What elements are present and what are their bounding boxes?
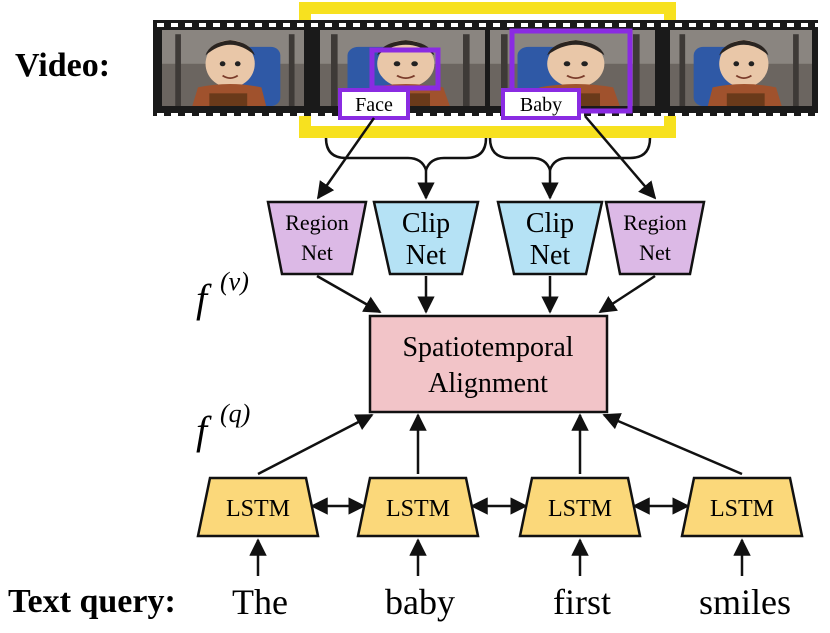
spatiotemporal-alignment-box: Spatiotemporal Alignment [368,314,609,414]
lstm-cell-2: LSTM [356,476,480,538]
svg-text:Region: Region [623,210,687,235]
svg-text:LSTM: LSTM [386,496,450,522]
svg-text:Net: Net [530,240,571,271]
svg-text:Alignment: Alignment [428,368,548,399]
svg-text:Net: Net [301,240,333,265]
clip-net-right: Clip Net [496,200,604,276]
video-frame-4 [670,30,812,106]
arrow-icon [316,117,376,200]
face-tag: Face [355,94,393,116]
query-word-3: first [553,582,611,622]
query-feature-label: f (q) [196,399,250,453]
baby-tag: Baby [520,94,562,116]
svg-text:Net: Net [639,240,671,265]
svg-text:Region: Region [285,210,349,235]
film-strip [153,20,818,116]
svg-text:LSTM: LSTM [710,496,774,522]
svg-text:(v): (v) [220,267,249,296]
query-word-1: The [232,582,288,622]
svg-text:LSTM: LSTM [548,496,612,522]
query-word-4: smiles [699,582,791,622]
text-query-label: Text query: [8,583,176,620]
video-feature-label: f (v) [196,267,249,321]
encoder-to-alignment-arrows [316,274,656,314]
word-to-lstm-arrows [249,538,751,576]
arrow-icon [316,274,382,314]
arrow-icon [598,274,656,314]
svg-text:f: f [196,276,212,321]
svg-text:f: f [196,408,212,453]
frame-to-encoder-arrows [316,115,657,200]
lstm-cell-3: LSTM [518,476,642,538]
baby-tag-bg [501,88,581,120]
svg-text:Spatiotemporal: Spatiotemporal [402,332,573,363]
arrow-icon [257,413,374,476]
lstm-cell-4: LSTM [680,476,804,538]
query-word-2: baby [385,582,455,622]
region-net-left: Region Net [266,200,368,276]
arrow-icon [602,413,743,476]
lstm-cell-1: LSTM [196,476,320,538]
arrow-icon [584,115,657,200]
video-label: Video: [15,47,110,84]
svg-text:Net: Net [406,240,447,271]
region-net-right: Region Net [604,200,706,276]
clip-net-left: Clip Net [372,200,480,276]
svg-text:(q): (q) [220,399,250,428]
svg-text:LSTM: LSTM [226,496,290,522]
svg-text:Clip: Clip [526,208,574,239]
video-frame-1 [162,30,304,106]
svg-text:Clip: Clip [402,208,450,239]
lstm-to-alignment-arrows [257,413,743,476]
